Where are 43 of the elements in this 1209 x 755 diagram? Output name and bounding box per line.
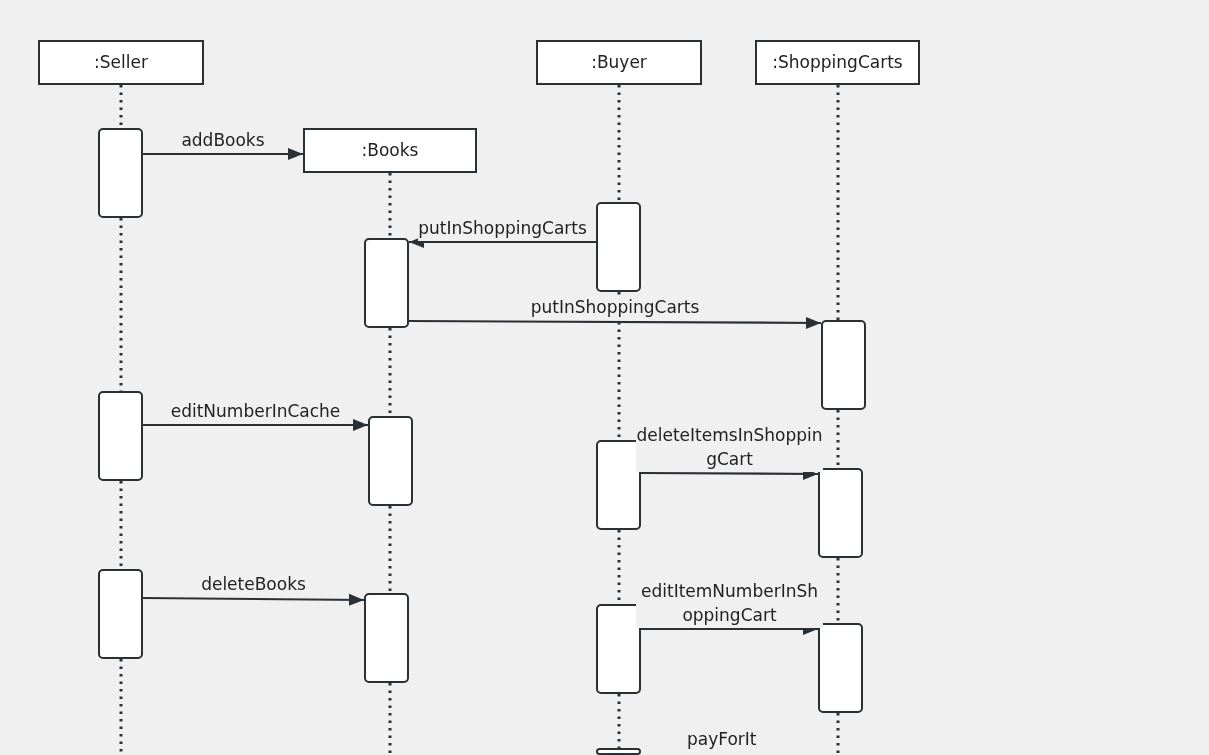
activation-bar xyxy=(818,468,863,558)
message-arrow xyxy=(143,418,368,432)
message-label: editItemNumberInShoppingCart xyxy=(636,580,823,628)
activation-bar xyxy=(596,604,641,694)
object-name: :Books xyxy=(361,141,419,160)
lifeline xyxy=(836,85,840,320)
lifeline xyxy=(388,173,392,238)
lifeline xyxy=(617,292,621,440)
message-label: putInShoppingCarts xyxy=(530,296,700,320)
activation-bar xyxy=(818,623,863,713)
lifeline xyxy=(119,481,123,569)
object-name: :Buyer xyxy=(591,53,647,72)
message-arrow xyxy=(143,593,364,606)
lifeline xyxy=(388,506,392,593)
lifeline-header xyxy=(536,40,702,85)
message-arrow xyxy=(409,316,821,330)
message-label: payForIt xyxy=(687,729,757,749)
lifeline-header xyxy=(38,40,204,85)
activation-bar xyxy=(596,202,641,292)
lifeline xyxy=(119,659,123,755)
lifeline-header xyxy=(755,40,920,85)
lifeline xyxy=(388,328,392,416)
activation-bar xyxy=(98,391,143,481)
activation-bar xyxy=(98,569,143,659)
activation-bar xyxy=(364,593,409,683)
activation-bar xyxy=(596,748,641,755)
activation-bar xyxy=(364,238,409,328)
message-label: deleteItemsInShoppingCart xyxy=(636,424,823,472)
message-arrow xyxy=(143,147,303,161)
activation-bar xyxy=(368,416,413,506)
object-name: :ShoppingCarts xyxy=(772,53,903,72)
lifeline xyxy=(119,85,123,128)
message-label: putInShoppingCarts xyxy=(418,217,587,241)
lifeline xyxy=(617,694,621,748)
lifeline xyxy=(836,713,840,755)
lifeline xyxy=(836,410,840,468)
lifeline xyxy=(388,683,392,755)
lifeline xyxy=(836,558,840,623)
activation-bar xyxy=(821,320,866,410)
activation-bar xyxy=(98,128,143,218)
lifeline-header xyxy=(303,128,477,173)
object-name: :Seller xyxy=(94,53,148,72)
lifeline xyxy=(617,85,621,202)
